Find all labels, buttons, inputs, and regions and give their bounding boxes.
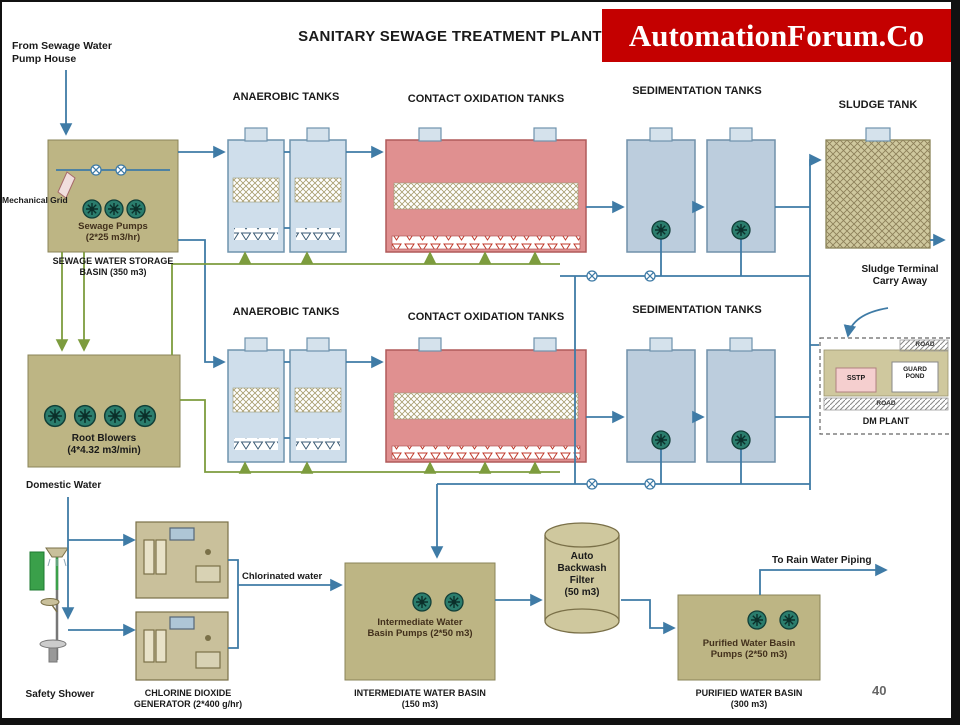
sewage-pump-icon xyxy=(104,199,124,219)
tan-basins xyxy=(27,139,821,681)
inlet-label: From Sewage Water Pump House xyxy=(12,40,112,65)
intermediate-pumps-label: Intermediate Water Basin Pumps (2*50 m3) xyxy=(367,617,473,640)
backwash-filter-vessel xyxy=(544,522,620,634)
anaerobic-tanks-top-label: ANAEROBIC TANKS xyxy=(232,91,340,103)
sludge-tank xyxy=(825,127,931,249)
media-bands xyxy=(232,177,579,210)
media-bands-b xyxy=(232,387,579,420)
valve-icon xyxy=(644,270,656,282)
tank-caps-b xyxy=(244,337,753,352)
safety-shower-caption: Safety Shower xyxy=(25,689,95,700)
intermediate-pump-icon xyxy=(412,592,432,612)
purified-basin-caption: PURIFIED WATER BASIN (300 m3) xyxy=(695,688,803,709)
root-blowers-label: Root Blowers (4*4.32 m3/min) xyxy=(67,433,141,456)
intermediate-basin-caption: INTERMEDIATE WATER BASIN (150 m3) xyxy=(354,688,486,709)
piping-air xyxy=(55,251,560,474)
anaerobic-tanks-bottom-label: ANAEROBIC TANKS xyxy=(232,306,340,318)
domestic-water-label: Domestic Water xyxy=(26,480,102,491)
mechanical-grid-icon xyxy=(57,171,76,199)
dm-road-top-label: ROAD xyxy=(915,341,935,348)
guard-pond-label: GUARD POND xyxy=(903,366,927,381)
root-blower-icon xyxy=(133,404,157,428)
dm-road-bottom-strip xyxy=(823,397,949,411)
purified-pump-icon xyxy=(779,610,799,630)
frame-top xyxy=(0,0,960,2)
dm-plant-caption: DM PLANT xyxy=(862,416,910,426)
valve-icon xyxy=(90,164,102,176)
chlorinated-water-label: Chlorinated water xyxy=(242,571,323,582)
sewage-pump-icon xyxy=(82,199,102,219)
valve-icon xyxy=(644,478,656,490)
intermediate-water-basin xyxy=(344,562,496,681)
dm-road-bottom-label: ROAD xyxy=(876,400,896,407)
oxidation-tanks-top-label: CONTACT OXIDATION TANKS xyxy=(407,93,565,105)
sedimentation-pump-icon xyxy=(651,430,671,450)
diffuser-rows-b xyxy=(234,438,581,460)
purified-pumps-label: Purified Water Basin Pumps (2*50 m3) xyxy=(702,638,796,661)
mechanical-grid-label: Mechanical Grid xyxy=(2,195,68,205)
train-bottom-tanks xyxy=(227,337,776,463)
sludge-terminal-label: Sludge Terminal Carry Away xyxy=(861,264,939,287)
brand-banner: AutomationForum.Co xyxy=(602,9,951,62)
shower-sign xyxy=(29,551,45,591)
sedimentation-tanks-bottom-label: SEDIMENTATION TANKS xyxy=(632,304,762,316)
valve-icon xyxy=(586,270,598,282)
intermediate-pump-icon xyxy=(444,592,464,612)
tank-caps xyxy=(244,127,753,142)
rain-water-label: To Rain Water Piping xyxy=(772,555,872,566)
sstp-label: SSTP xyxy=(846,375,866,382)
dm-road-top-strip xyxy=(899,339,949,352)
sedimentation-tanks-top-label: SEDIMENTATION TANKS xyxy=(632,85,762,97)
frame-bottom xyxy=(0,718,960,725)
purified-water-basin xyxy=(677,594,821,681)
sewage-pumps-label: Sewage Pumps (2*25 m3/hr) xyxy=(78,221,148,244)
frame-right xyxy=(951,0,960,725)
backwash-filter-label: Auto Backwash Filter (50 m3) xyxy=(557,551,607,598)
root-blower-icon xyxy=(43,404,67,428)
piping-water xyxy=(56,70,946,649)
sewage-pump-icon xyxy=(126,199,146,219)
safety-shower-icon xyxy=(29,547,69,663)
sstp-box xyxy=(835,367,877,393)
oxidation-tanks-bottom-label: CONTACT OXIDATION TANKS xyxy=(407,311,565,323)
sewage-storage-basin xyxy=(47,139,179,253)
page-title: SANITARY SEWAGE TREATMENT PLANT xyxy=(298,28,602,45)
root-blower-icon xyxy=(103,404,127,428)
train-top-tanks xyxy=(227,127,776,253)
chlorine-generator-units xyxy=(135,521,229,681)
chlorine-generator-caption: CHLORINE DIOXIDE GENERATOR (2*400 g/hr) xyxy=(133,688,243,709)
sedimentation-pump-icon xyxy=(731,220,751,240)
valve-icon xyxy=(586,478,598,490)
root-blower-icon xyxy=(73,404,97,428)
sludge-tank-cap xyxy=(865,127,891,142)
valve-icon xyxy=(115,164,127,176)
sewage-basin-caption: SEWAGE WATER STORAGE BASIN (350 m3) xyxy=(52,256,174,277)
sludge-tank-label: SLUDGE TANK xyxy=(838,99,918,111)
sedimentation-pump-icon xyxy=(731,430,751,450)
frame-left xyxy=(0,0,2,725)
diffuser-rows xyxy=(234,228,581,250)
purified-pump-icon xyxy=(747,610,767,630)
dm-plant xyxy=(819,337,953,435)
brand-text: AutomationForum.Co xyxy=(628,17,925,53)
sedimentation-pump-icon xyxy=(651,220,671,240)
guard-pond-box xyxy=(891,361,939,393)
page-number: 40 xyxy=(872,683,887,698)
